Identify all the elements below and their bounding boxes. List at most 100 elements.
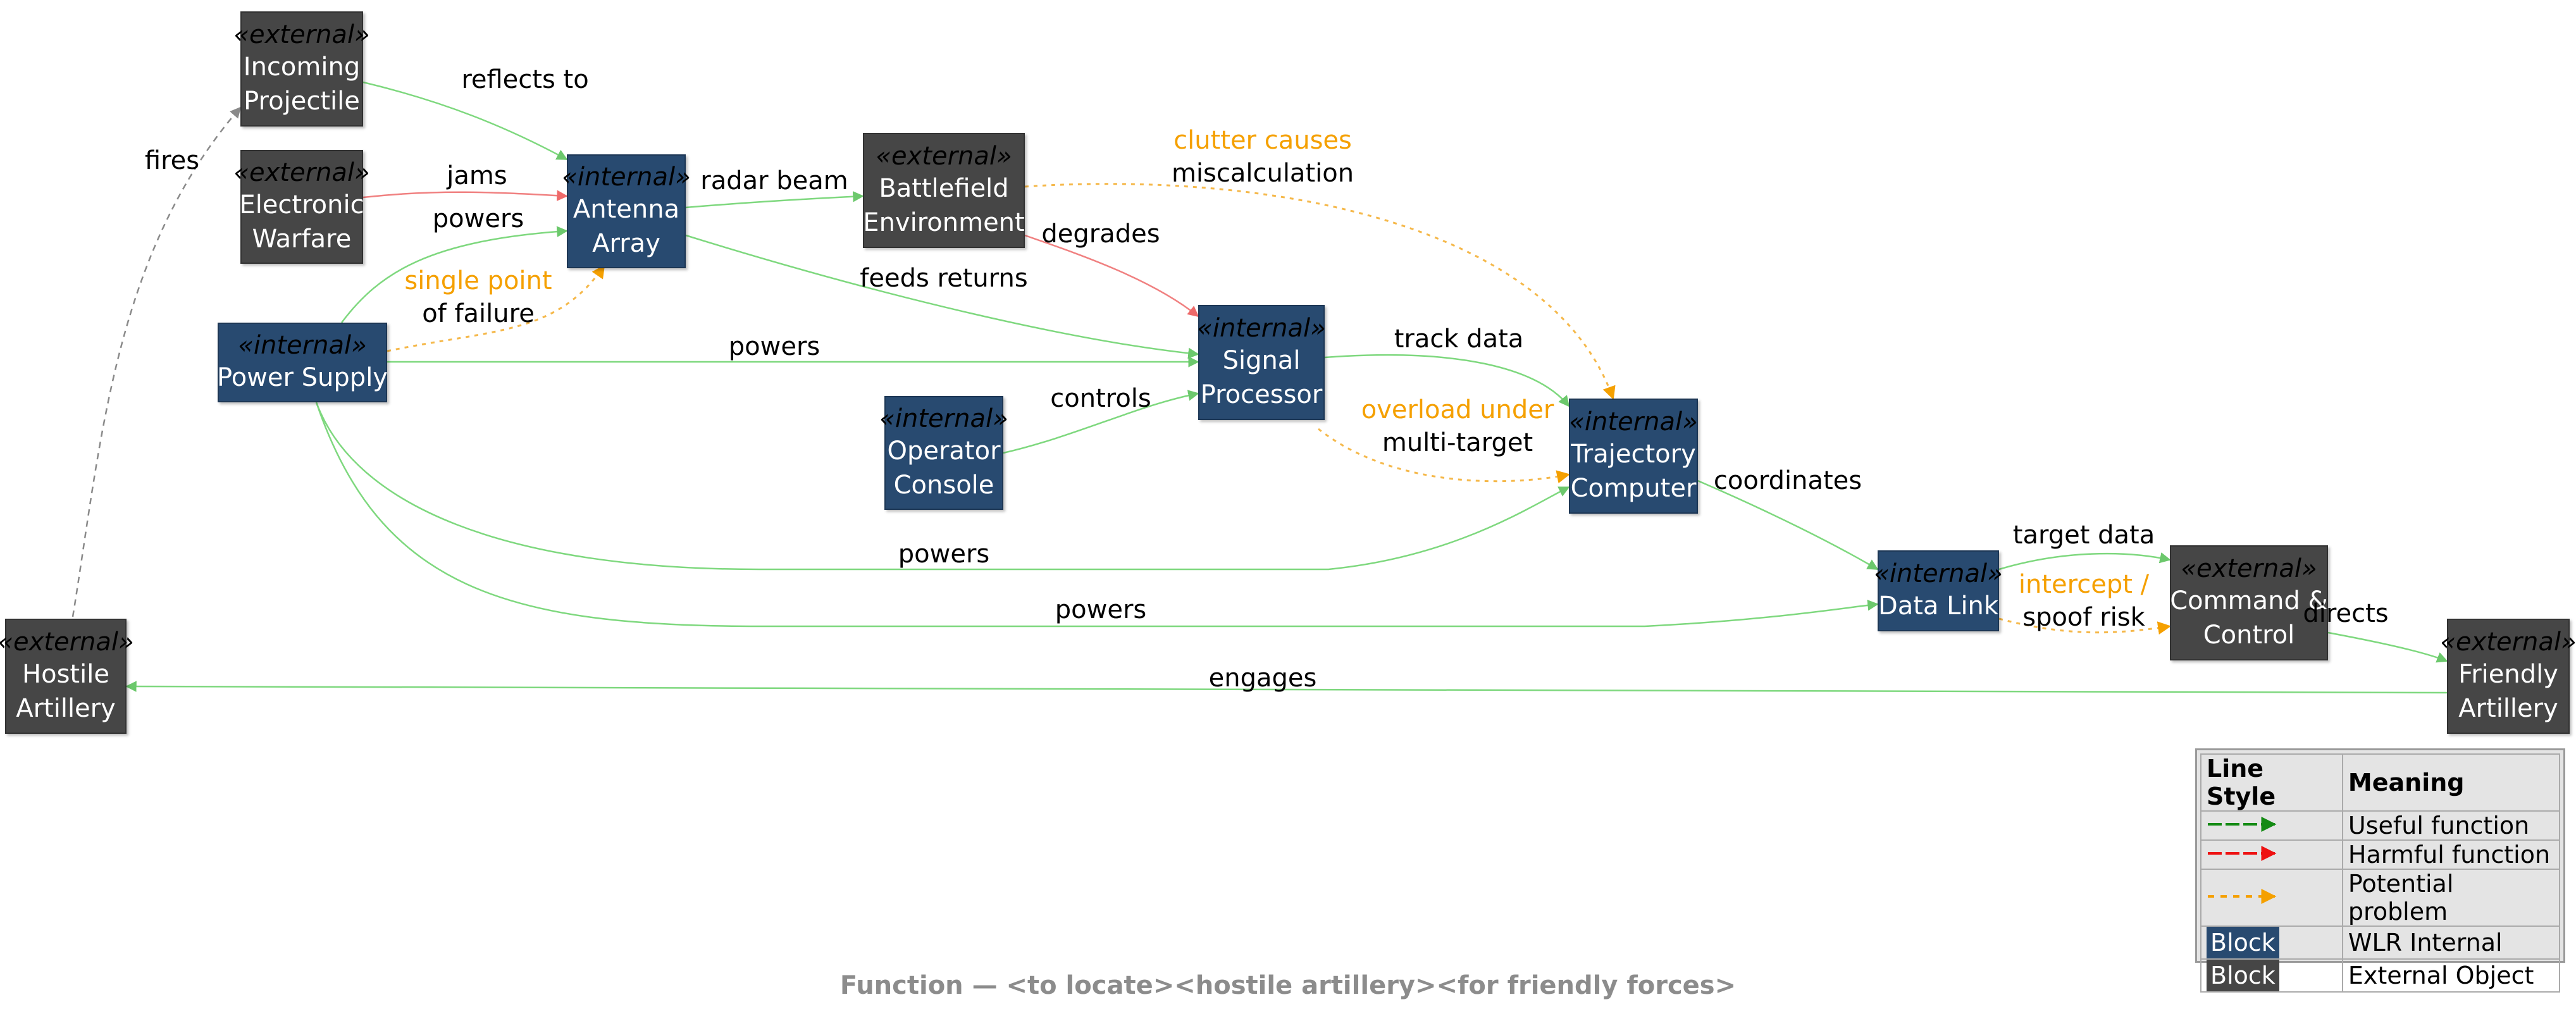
edge-label: controls: [1050, 382, 1151, 415]
external-block-swatch: Block: [2207, 960, 2279, 991]
edge-label-text: directs: [2303, 599, 2389, 628]
block-label: Power Supply: [217, 363, 388, 392]
edge-label: single point of failure: [404, 264, 552, 330]
edge-antenna-array-to-battlefield-environment: [685, 191, 864, 209]
edge-label: overload under multi-target: [1361, 393, 1554, 459]
legend-header-meaning: Meaning: [2341, 753, 2561, 812]
edge-power-supply-to-antenna-array: [387, 264, 605, 352]
legend-row: Potential problem: [2200, 869, 2561, 927]
stereotype-label: «external»: [233, 20, 370, 49]
edge-label-text: engages: [1208, 664, 1317, 693]
edge-command-control-to-friendly-artillery: [2327, 631, 2448, 663]
edge-power-supply-to-trajectory-computer: [315, 402, 1570, 571]
block-label: Command &Control: [2170, 586, 2328, 650]
edge-operator-console-to-signal-processor: [1003, 390, 1199, 454]
edge-power-supply-to-data-link: [315, 402, 1879, 628]
legend-row: Block External Object: [2200, 958, 2561, 993]
legend-meaning: Harmful function: [2341, 839, 2561, 870]
edge-electronic-warfare-to-antenna-array: [362, 190, 568, 201]
data-link-block[interactable]: «internal» Data Link: [1874, 550, 2003, 631]
legend-meaning: Useful function: [2341, 810, 2561, 841]
legend-swatch-external: Block: [2200, 958, 2343, 993]
edge-label-text: reflects to: [461, 65, 589, 94]
edge-label-text: track data: [1394, 325, 1524, 354]
stereotype-label: «external»: [0, 628, 134, 657]
edge-label-text: fires: [144, 146, 200, 175]
legend-meaning: External Object: [2341, 958, 2561, 993]
harmful-arrow-icon: [2208, 846, 2277, 861]
edge-label: powers: [1055, 593, 1146, 626]
edge-label: jams: [447, 159, 507, 192]
edge-antenna-array-to-signal-processor: [685, 234, 1199, 359]
edge-label: coordinates: [1714, 464, 1862, 497]
edge-label-text: radar beam: [700, 166, 848, 195]
edge-label-text: feeds returns: [860, 264, 1028, 293]
edge-data-link-to-command-control: [1998, 617, 2172, 635]
legend-row: Useful function: [2200, 810, 2561, 841]
stereotype-label: «external»: [2181, 554, 2317, 583]
legend-table: Line Style Meaning Useful function Harmf…: [2200, 753, 2561, 993]
edge-label: degrades: [1041, 218, 1160, 251]
edge-label: fires: [145, 144, 199, 177]
legend-header-line-style: Line Style: [2200, 753, 2343, 812]
edge-label-text: powers: [432, 204, 524, 233]
edge-label: powers: [898, 538, 989, 571]
edge-label-text: spoof risk: [2022, 603, 2145, 632]
edge-label: target data: [2013, 519, 2155, 552]
stereotype-label: «internal»: [879, 404, 1008, 433]
edge-label-text: powers: [728, 332, 820, 361]
legend-header-row: Line Style Meaning: [2200, 753, 2561, 812]
edge-trajectory-computer-to-data-link: [1697, 480, 1879, 571]
edge-label-text: degrades: [1041, 220, 1160, 249]
command-control-block[interactable]: «external» Command &Control: [2170, 545, 2328, 660]
edge-label: reflects to: [461, 63, 588, 96]
legend-swatch-useful: [2200, 810, 2343, 841]
edge-label-text: of failure: [422, 299, 535, 328]
edge-power-supply-to-antenna-array: [341, 226, 568, 323]
edge-label: track data: [1394, 323, 1524, 356]
edge-label-text: multi-target: [1382, 428, 1533, 457]
problem-arrow-icon: [2208, 889, 2277, 904]
edge-label-text: jams: [447, 161, 507, 190]
edge-warning-text: single point: [404, 266, 552, 295]
edge-label-text: target data: [2012, 521, 2155, 550]
edge-label: engages: [1209, 662, 1317, 695]
diagram-caption: Function — <to locate><hostile artillery…: [839, 971, 1737, 1000]
edge-label-text: powers: [898, 540, 990, 569]
edge-label: feeds returns: [860, 262, 1027, 295]
legend-swatch-problem: [2200, 869, 2343, 927]
legend-swatch-harmful: [2200, 839, 2343, 870]
edge-warning-text: intercept /: [2018, 570, 2150, 599]
edge-incoming-projectile-to-antenna-array: [362, 81, 568, 161]
stereotype-label: «internal»: [1874, 559, 2003, 588]
power-supply-block[interactable]: «internal» Power Supply: [217, 323, 388, 402]
edge-label-text: coordinates: [1713, 466, 1862, 495]
edge-battlefield-environment-to-trajectory-computer: [1024, 183, 1616, 400]
edge-data-link-to-command-control: [1998, 552, 2171, 571]
stereotype-label: «internal»: [1197, 314, 1326, 343]
legend: Line Style Meaning Useful function Harmf…: [2195, 748, 2565, 993]
edge-warning-text: overload under: [1361, 395, 1554, 424]
stereotype-label: «external»: [876, 142, 1012, 171]
edge-battlefield-environment-to-signal-processor: [1024, 234, 1199, 318]
edge-label: powers: [729, 330, 820, 363]
legend-row: Harmful function: [2200, 839, 2561, 870]
